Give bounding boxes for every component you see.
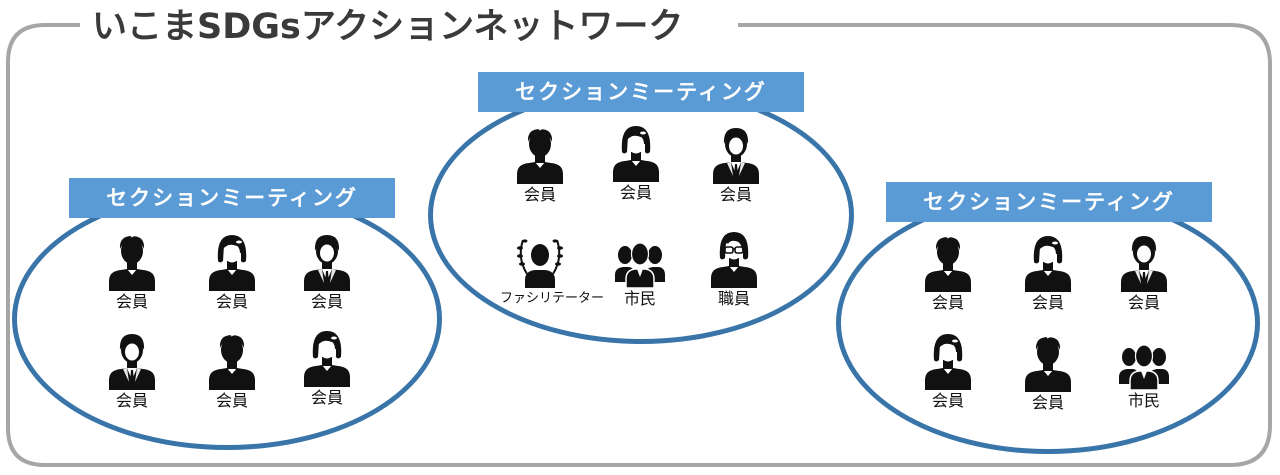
person-female-icon [304,331,350,387]
group-member: 職員 [694,228,774,328]
person-female-icon [925,334,971,390]
group-member: 会員 [92,231,172,331]
group-member: 会員 [500,124,580,224]
group-member: 会員 [287,327,367,427]
facilitator-laurel-icon [517,239,563,288]
member-label: 会員 [931,293,964,312]
group-member: 市民 [1104,330,1184,430]
person-male-icon [925,235,971,292]
member-label: 会員 [1031,293,1064,312]
section-meeting-group-left: セクションミーティング 会員 会員 会員 会員 会員 会 [12,178,442,453]
group-member: 会員 [192,330,272,430]
member-label: 市民 [623,289,656,308]
member-label: ファシリテーター [500,291,605,306]
person-female-icon [209,235,255,291]
member-label: 会員 [719,185,752,204]
person-male-icon [517,127,563,184]
person-suit-icon [109,334,155,390]
group-member: 会員 [1008,232,1088,332]
group-member: 会員 [192,231,272,331]
member-label: 会員 [523,185,556,204]
member-label: 会員 [310,388,343,407]
person-suit-icon [1121,236,1167,292]
person-female-icon [1025,236,1071,292]
member-label: 会員 [619,183,652,202]
member-label: 職員 [717,289,750,308]
section-meeting-tag: セクションミーティング [478,72,804,112]
person-male-icon [209,333,255,390]
group-member: 市民 [600,228,680,328]
group-member: 会員 [92,330,172,430]
citizens-group-icon [1119,344,1169,390]
citizens-group-icon [615,242,665,288]
network-title: いこまSDGsアクションネットワーク [82,4,694,50]
group-ellipse [836,192,1260,454]
section-meeting-tag: セクションミーティング [69,178,395,218]
group-ellipse [428,86,854,344]
member-label: 会員 [931,391,964,410]
staff-glasses-icon [711,232,757,288]
section-meeting-group-center: セクションミーティング 会員 会員 会員 ファシリテーター [428,72,854,347]
person-male-icon [1025,335,1071,392]
group-member: 会員 [1008,332,1088,432]
member-label: 会員 [115,292,148,311]
group-member: 会員 [596,122,676,222]
person-male-icon [109,234,155,291]
person-female-icon [613,126,659,182]
member-label: 会員 [1031,393,1064,412]
member-label: 会員 [115,391,148,410]
section-meeting-tag: セクションミーティング [886,182,1212,222]
member-label: 会員 [215,391,248,410]
group-member: 会員 [1104,232,1184,332]
group-member: 会員 [696,124,776,224]
person-suit-icon [304,235,350,291]
group-member: 会員 [287,231,367,331]
group-member: 会員 [908,232,988,332]
person-suit-icon [713,128,759,184]
group-member: ファシリテーター [500,228,605,328]
member-label: 会員 [1127,293,1160,312]
member-label: 会員 [310,292,343,311]
group-member: 会員 [908,330,988,430]
group-ellipse [12,188,442,450]
member-label: 会員 [215,292,248,311]
section-meeting-group-right: セクションミーティング 会員 会員 会員 会員 会員 [836,180,1260,460]
member-label: 市民 [1127,391,1160,410]
